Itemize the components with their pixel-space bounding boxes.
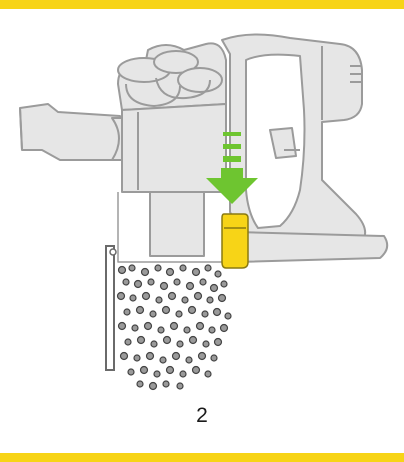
handheld-vacuum-icon [19, 33, 389, 263]
open-dust-bin-icon [105, 245, 232, 391]
bottom-accent-bar [0, 453, 404, 462]
bin-release-button-icon [221, 213, 249, 269]
top-accent-bar [0, 0, 404, 9]
step-number: 2 [196, 404, 208, 427]
down-arrow-icon [206, 132, 258, 204]
